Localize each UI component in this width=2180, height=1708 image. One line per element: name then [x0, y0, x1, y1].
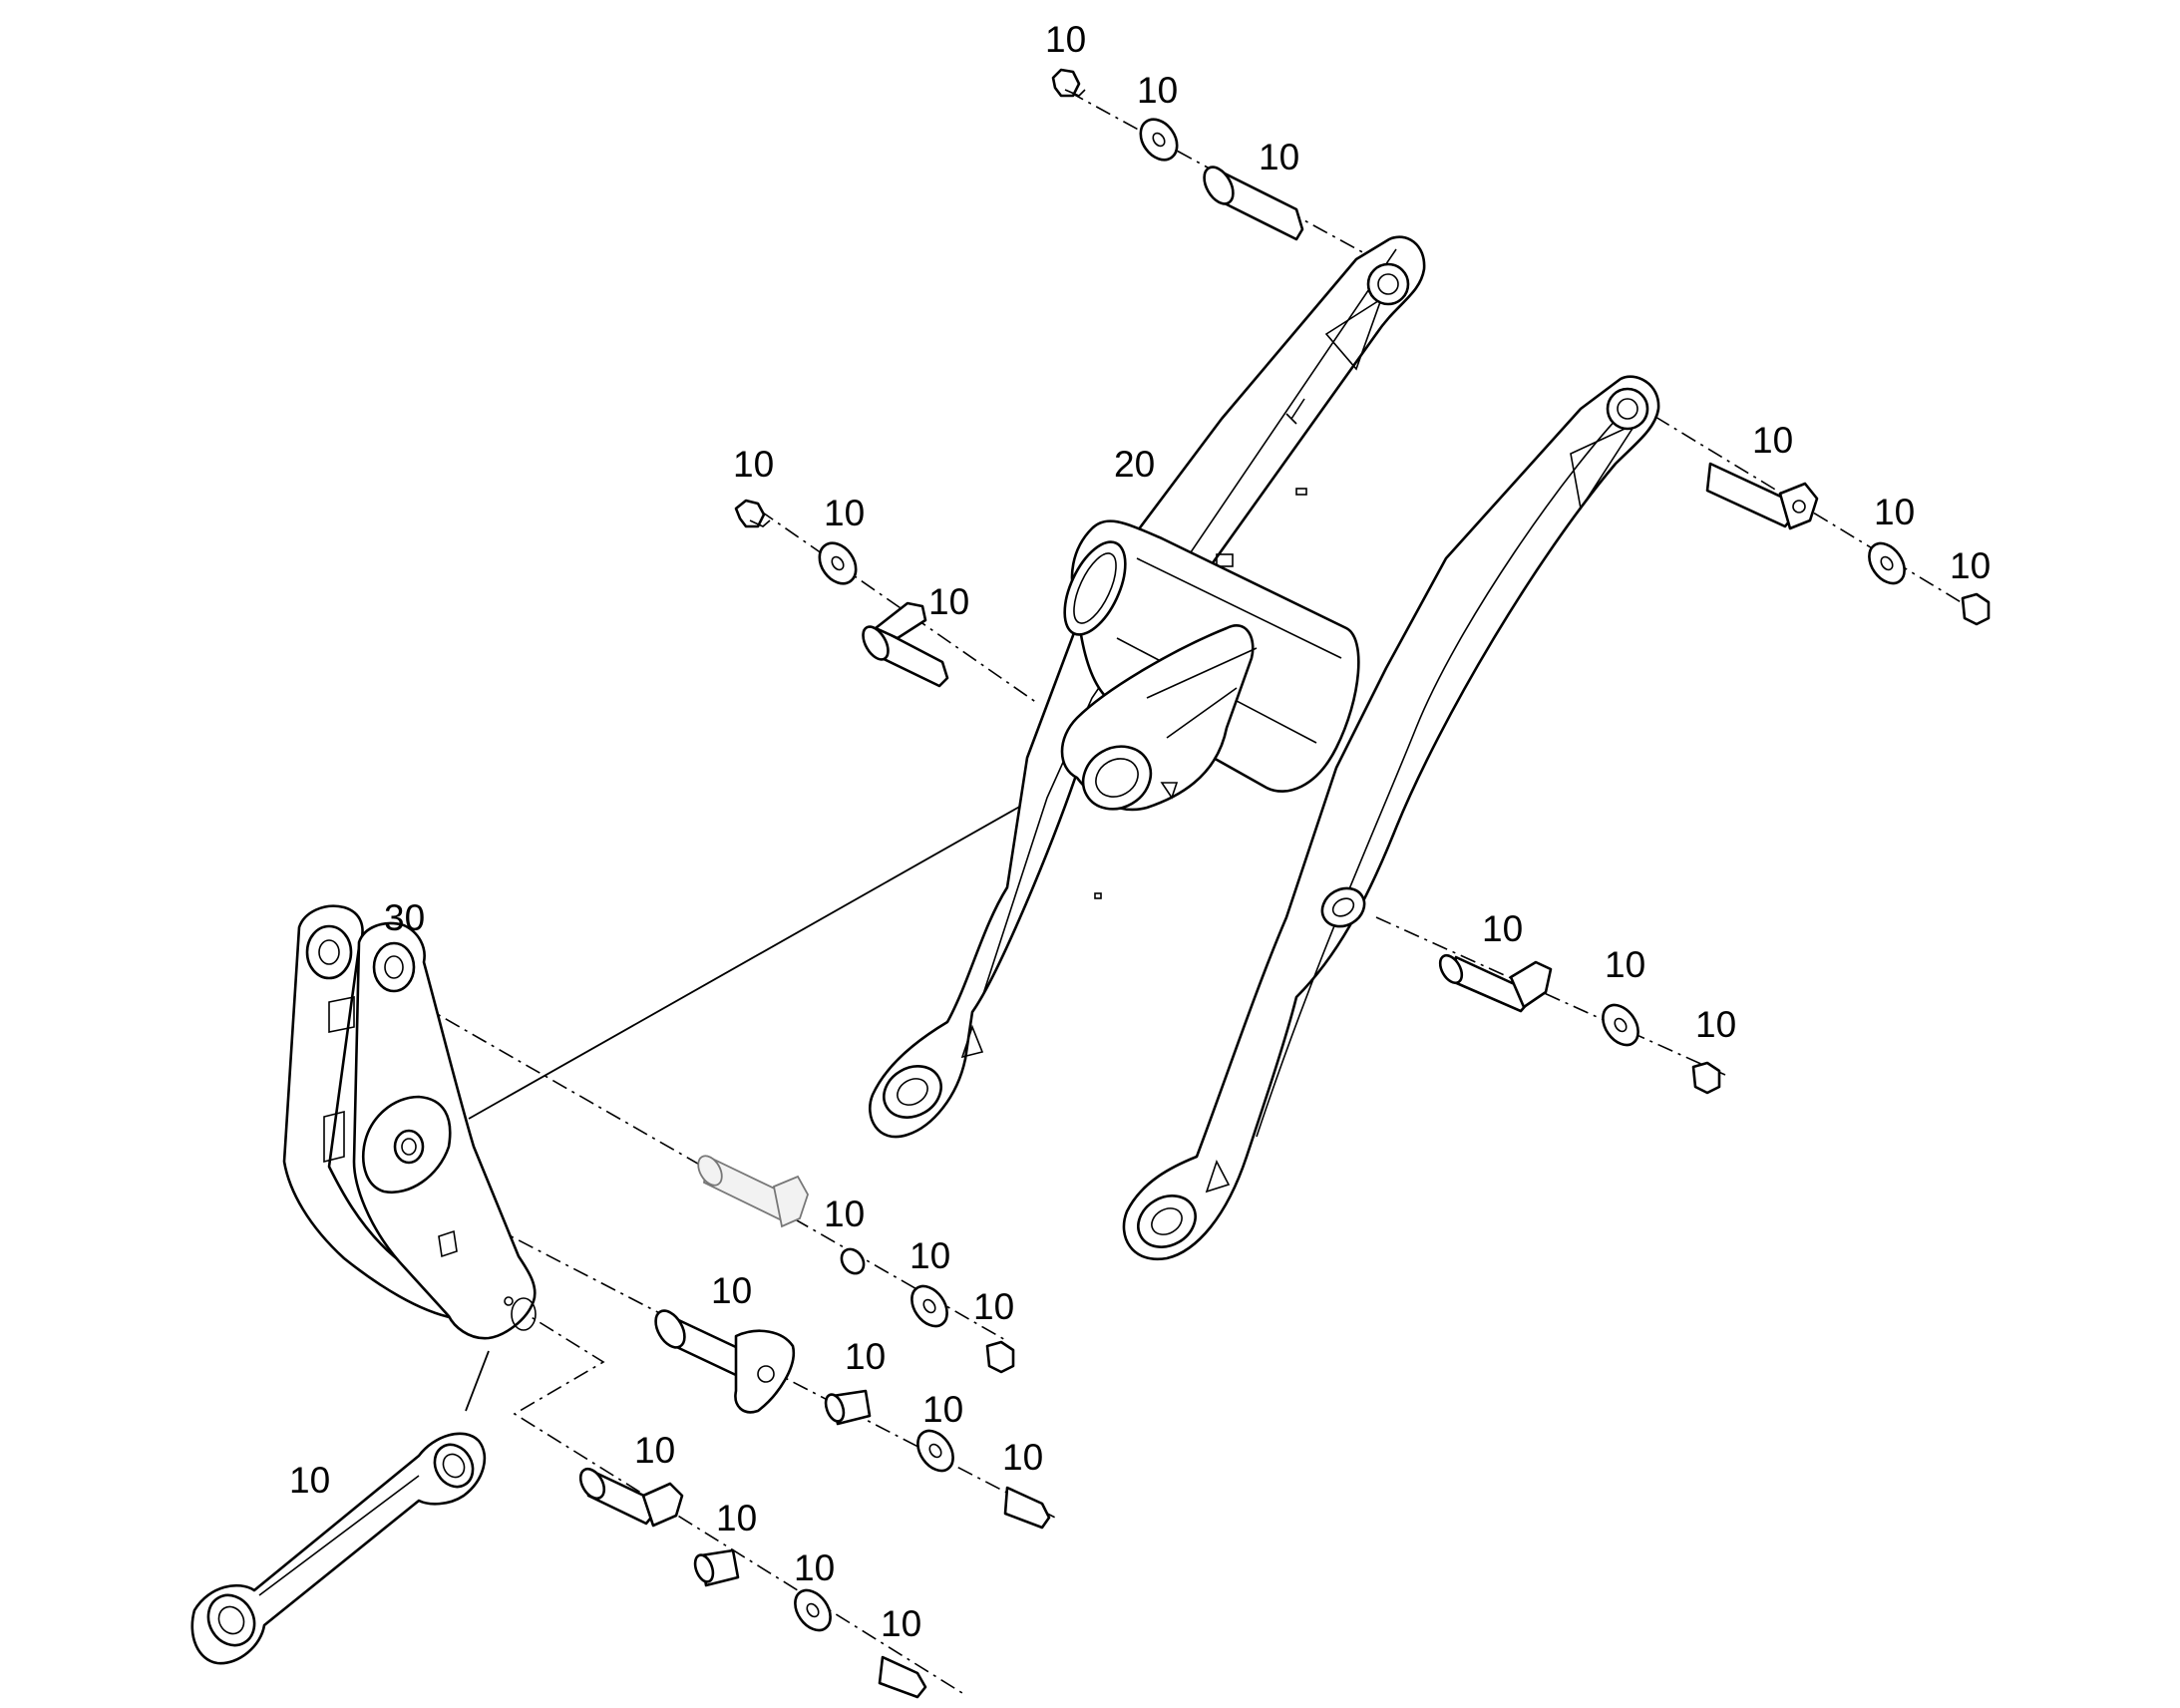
callout-label: 10: [922, 1389, 963, 1430]
callout-label: 10: [634, 1430, 675, 1471]
callout-label: 10: [1605, 944, 1645, 985]
callout-label: 10: [928, 581, 969, 622]
center-lines: [391, 91, 1992, 1694]
bottom-pin-assembly: [578, 1467, 927, 1699]
callout-label: 10: [1137, 70, 1178, 111]
right-lower-pin-assembly: [1438, 953, 1721, 1095]
callout-label: 10: [1695, 1004, 1736, 1045]
left-pin-assembly: [734, 499, 949, 688]
callout-label: 10: [1259, 137, 1299, 177]
callout-label: 10: [909, 1235, 950, 1276]
callout-label: 10: [845, 1336, 886, 1377]
callout-label: 10: [716, 1498, 757, 1538]
right-upper-pin-assembly: [1705, 462, 1991, 626]
callout-label: 10: [824, 1194, 865, 1234]
callout-labels: 10 10 10 20 10 10 10 10 10 10 30 10 10 1…: [289, 19, 1991, 1644]
callout-label: 10: [1752, 420, 1793, 461]
callout-label: 10: [973, 1286, 1014, 1327]
callout-label: 10: [1002, 1437, 1043, 1478]
callout-label: 10: [1874, 492, 1915, 532]
callout-label: 10: [794, 1547, 835, 1588]
callout-label: 20: [1114, 444, 1155, 485]
lift-arm-frame: [869, 235, 1660, 1261]
callout-label: 10: [881, 1603, 921, 1644]
bellcrank-lever: [282, 904, 537, 1340]
callout-label: 10: [824, 493, 865, 533]
callout-label: 30: [384, 897, 425, 938]
mid-pin-assembly: [697, 1155, 1015, 1374]
callout-label: 10: [1950, 545, 1991, 586]
lower-pin-assembly: [654, 1309, 1051, 1530]
top-pin-assembly: [1051, 68, 1304, 241]
link-rod: [190, 1432, 487, 1665]
callout-label: 10: [1045, 19, 1086, 60]
callout-label: 10: [733, 444, 774, 485]
callout-label: 10: [711, 1270, 752, 1311]
callout-label: 10: [289, 1460, 330, 1501]
callout-label: 10: [1482, 908, 1523, 949]
